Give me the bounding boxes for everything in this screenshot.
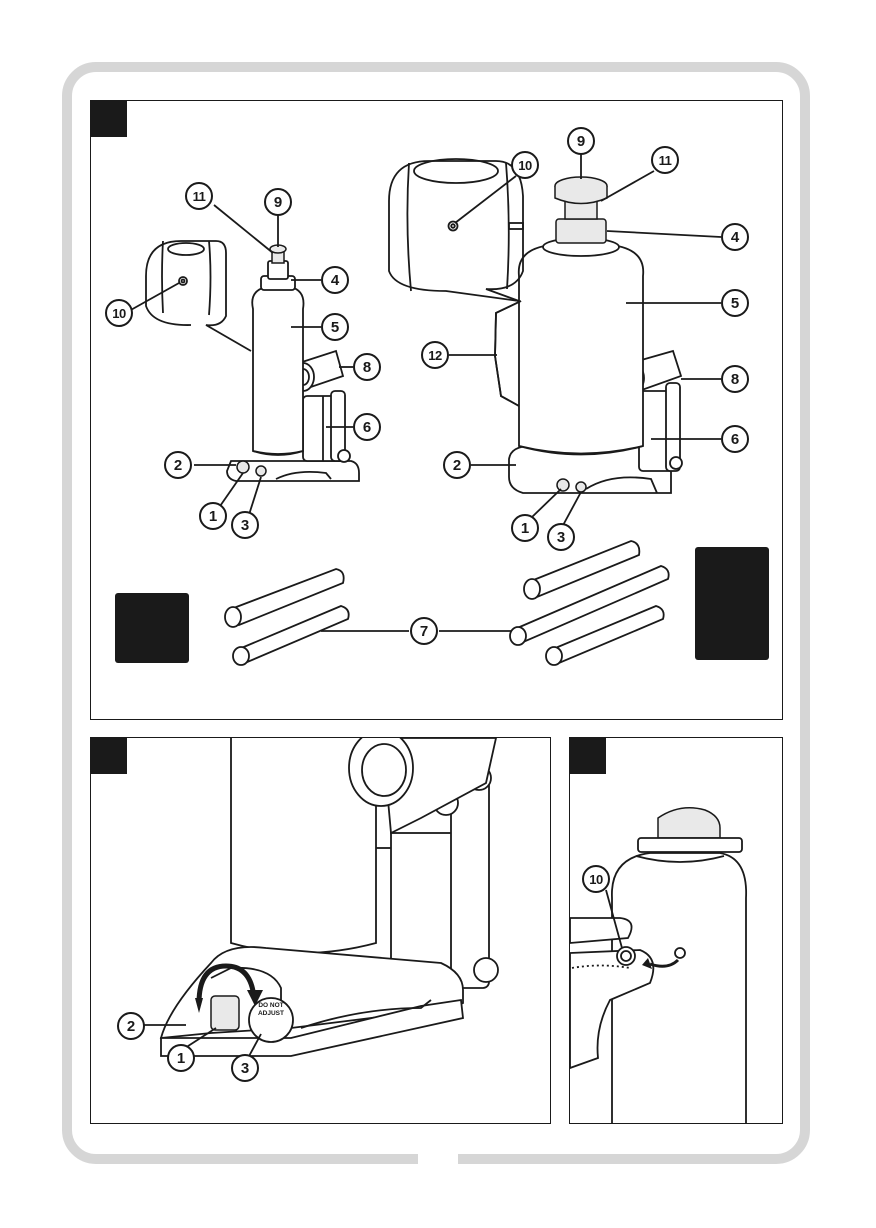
callout-8-small-jack: 8 — [353, 353, 381, 381]
figure-panel-overview: 11 9 10 4 5 8 6 2 1 3 9 10 11 4 5 12 8 6… — [90, 100, 783, 720]
callout-11-small-jack: 11 — [185, 182, 213, 210]
tab-marker-right — [695, 547, 769, 660]
callout-1-detail: 1 — [167, 1044, 195, 1072]
frame-gap — [418, 1150, 458, 1166]
callout-9-large-jack: 9 — [567, 127, 595, 155]
release-valve-illustration — [91, 738, 551, 1124]
callout-9-small-jack: 9 — [264, 188, 292, 216]
callout-1-large-jack: 1 — [511, 514, 539, 542]
valve-warning-label: DO NOT ADJUST — [251, 1002, 291, 1018]
tab-marker-left — [115, 593, 189, 663]
callout-8-large-jack: 8 — [721, 365, 749, 393]
large-jack-drawing — [389, 159, 682, 493]
callout-2-detail: 2 — [117, 1012, 145, 1040]
callout-3-large-jack: 3 — [547, 523, 575, 551]
callout-4-small-jack: 4 — [321, 266, 349, 294]
callout-5-large-jack: 5 — [721, 289, 749, 317]
callout-1-small-jack: 1 — [199, 502, 227, 530]
callout-5-small-jack: 5 — [321, 313, 349, 341]
callout-11-large-jack: 11 — [651, 146, 679, 174]
callout-10-small-jack: 10 — [105, 299, 133, 327]
valve-label-line2: ADJUST — [251, 1010, 291, 1018]
callout-10-large-jack: 10 — [511, 151, 539, 179]
callout-6-large-jack: 6 — [721, 425, 749, 453]
callout-4-large-jack: 4 — [721, 223, 749, 251]
figure-panel-air-valve: 10 — [569, 737, 783, 1124]
callout-2-large-jack: 2 — [443, 451, 471, 479]
callout-7-handles: 7 — [410, 617, 438, 645]
valve-label-line1: DO NOT — [251, 1002, 291, 1010]
callout-12-large-jack: 12 — [421, 341, 449, 369]
callout-2-small-jack: 2 — [164, 451, 192, 479]
air-valve-illustration — [570, 738, 783, 1124]
callout-3-small-jack: 3 — [231, 511, 259, 539]
callout-10-air-valve: 10 — [582, 865, 610, 893]
handle-bars-drawing — [225, 541, 669, 665]
callout-6-small-jack: 6 — [353, 413, 381, 441]
figure-panel-release-valve: DO NOT ADJUST 2 1 3 — [90, 737, 551, 1124]
callout-3-detail: 3 — [231, 1054, 259, 1082]
